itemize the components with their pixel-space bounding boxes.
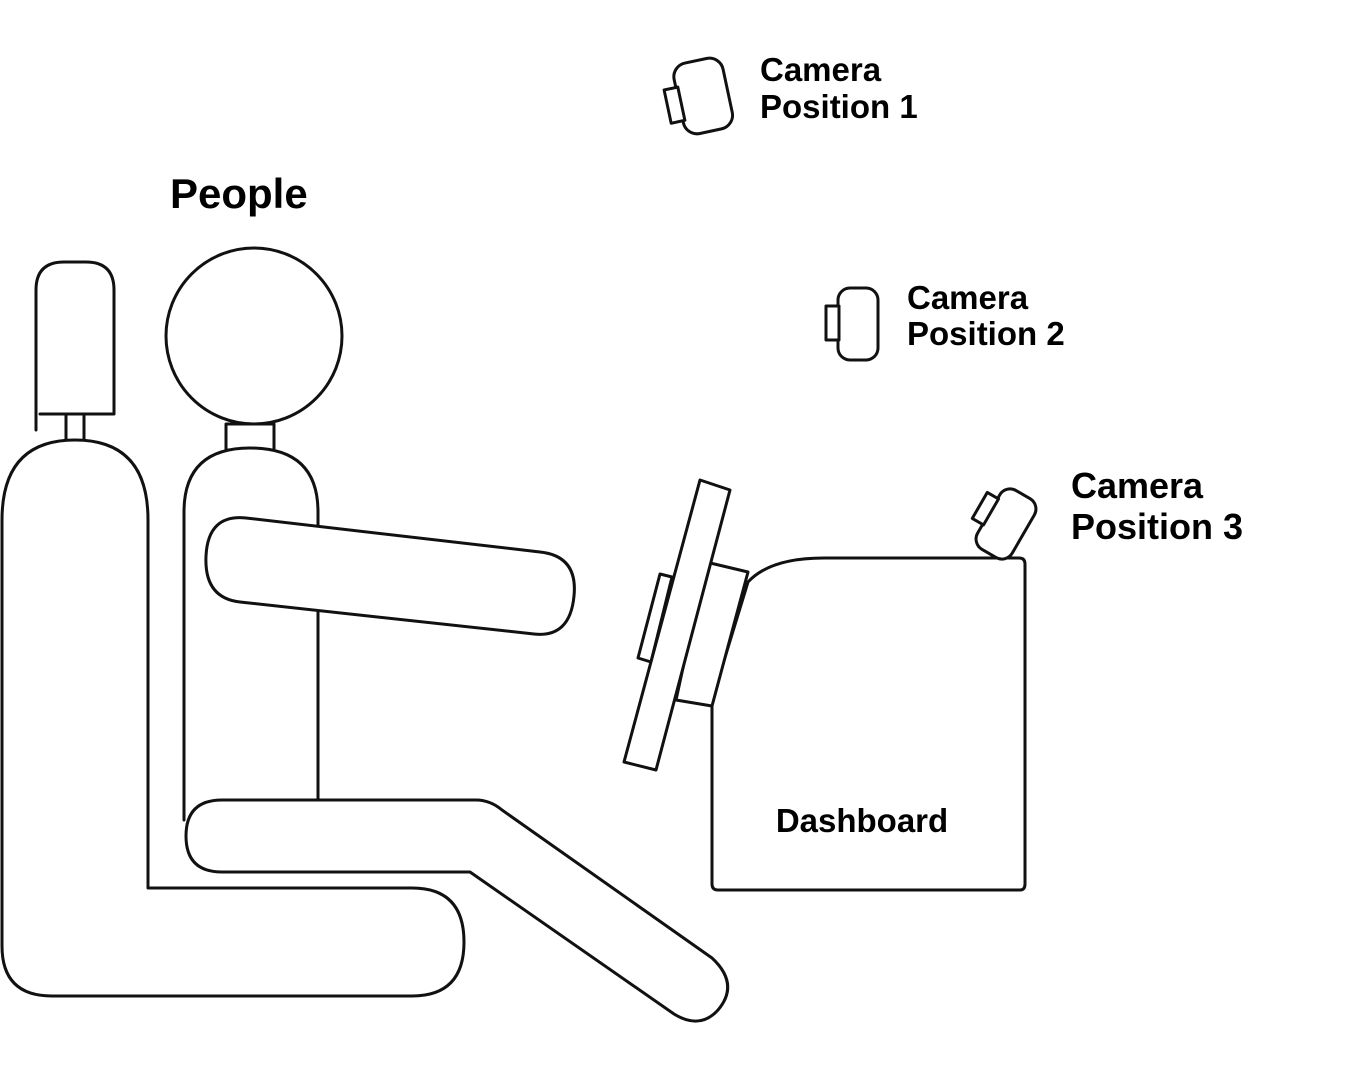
person-icon — [164, 246, 730, 1023]
steering-wheel-rim — [622, 478, 732, 772]
people-label: People — [170, 170, 308, 217]
person-leg — [184, 798, 730, 1023]
camera-2-label-line2: Position 2 — [907, 315, 1065, 352]
steering-wheel-icon — [622, 478, 750, 772]
rear-seat-body — [0, 438, 466, 998]
dashboard: Dashboard — [710, 556, 1027, 892]
camera-3-label-line2: Position 3 — [1071, 506, 1243, 547]
camera-2-label-line1: Camera — [907, 279, 1029, 316]
camera-1-label-line1: Camera — [760, 51, 882, 88]
rear-seat-headrest — [34, 260, 116, 432]
camera-position-1: Camera Position 1 — [662, 51, 918, 136]
camera-position-2: Camera Position 2 — [824, 279, 1065, 362]
person-arm — [204, 516, 576, 636]
person-neck — [224, 422, 276, 452]
dashboard-box — [710, 556, 1027, 892]
person-torso — [182, 446, 320, 822]
camera-3-label-line1: Camera — [1071, 465, 1204, 506]
camera-position-3: Camera Position 3 — [970, 465, 1243, 561]
rear-seat — [0, 260, 466, 998]
camera-icon — [970, 487, 1038, 561]
rear-seat-headrest-post — [64, 412, 86, 444]
camera-icon — [824, 286, 880, 362]
camera-icon — [662, 56, 735, 136]
dashboard-label: Dashboard — [776, 802, 948, 839]
camera-1-label-line2: Position 1 — [760, 88, 918, 125]
person-head — [164, 246, 344, 426]
